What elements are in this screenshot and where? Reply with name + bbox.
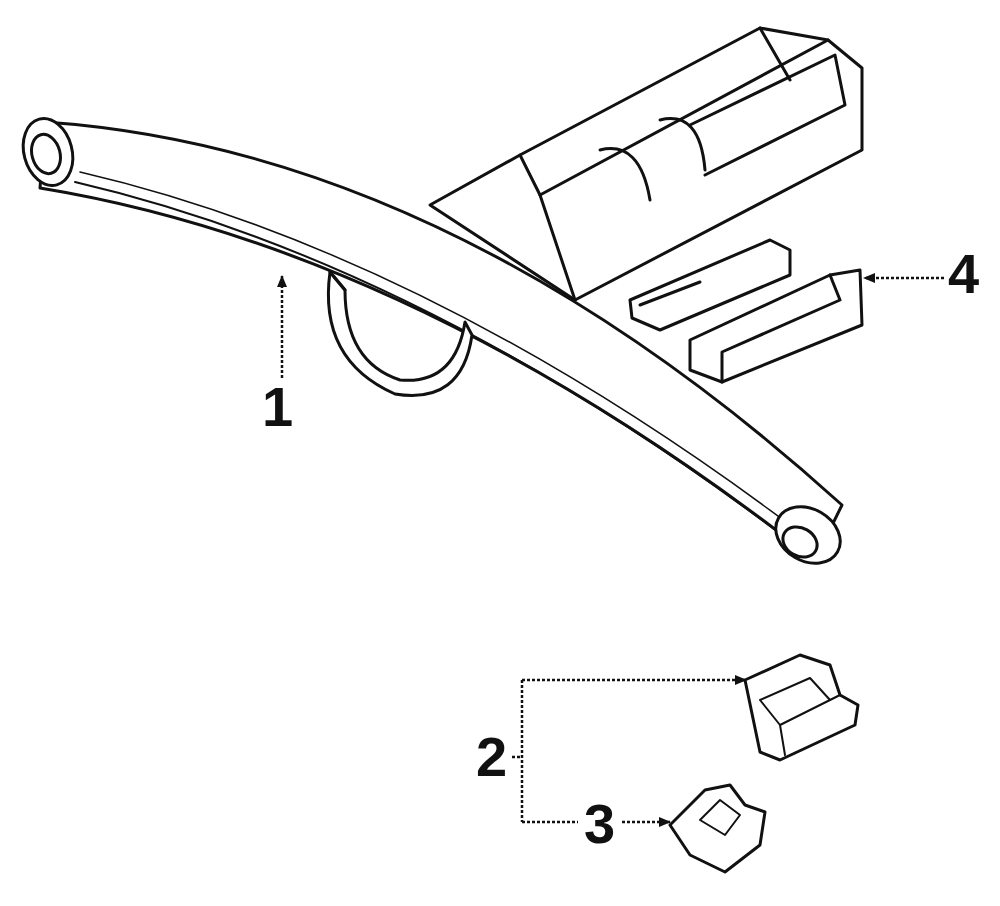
clip-2 (745, 655, 858, 760)
leader-line (522, 679, 746, 682)
crossmember-arm (40, 122, 842, 560)
leader-line (522, 821, 578, 824)
leader-line (281, 276, 284, 378)
callout-number: 2 (474, 729, 509, 785)
callout-number: 1 (260, 379, 295, 435)
callout-number: 3 (582, 796, 617, 852)
leader-line (622, 821, 670, 824)
bracket (512, 680, 522, 822)
leader-line (864, 277, 944, 280)
clip-3 (670, 785, 765, 872)
clip-4 (690, 270, 862, 382)
callout-number: 4 (946, 246, 981, 302)
